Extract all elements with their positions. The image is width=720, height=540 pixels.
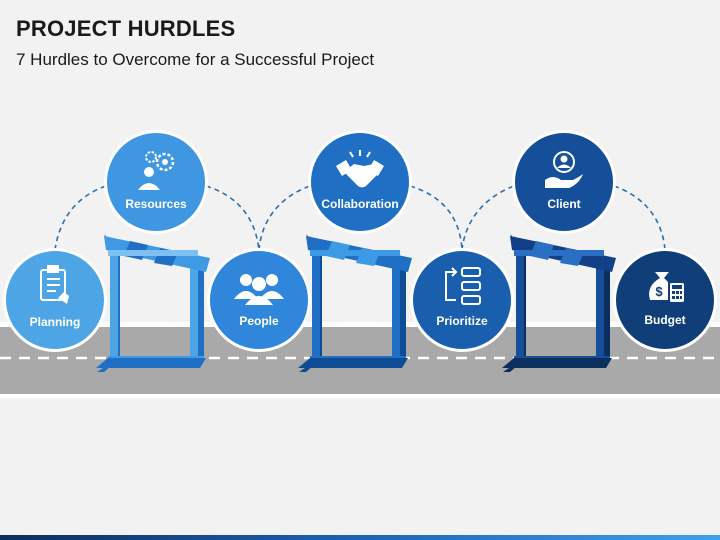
- connector-prioritize-client: [461, 185, 515, 251]
- node-client[interactable]: Client: [512, 130, 616, 234]
- node-people[interactable]: People: [207, 248, 311, 352]
- node-label-collaboration: Collaboration: [321, 197, 398, 211]
- connector-planning-resources: [54, 185, 107, 251]
- node-label-resources: Resources: [125, 197, 187, 211]
- node-label-people: People: [239, 314, 279, 328]
- node-label-planning: Planning: [30, 315, 81, 329]
- node-budget[interactable]: $ Budget: [613, 248, 717, 352]
- node-prioritize[interactable]: Prioritize: [410, 248, 514, 352]
- node-label-budget: Budget: [644, 313, 685, 327]
- connector-resources-people: [205, 185, 260, 251]
- money-bag-calculator-icon: $: [649, 272, 684, 302]
- handshake-icon: [336, 150, 384, 188]
- hurdle-3: [502, 234, 616, 372]
- group-people-icon: [234, 274, 284, 305]
- hurdle-1: [96, 234, 210, 372]
- connector-people-collaboration: [258, 185, 311, 251]
- node-label-prioritize: Prioritize: [436, 314, 488, 328]
- node-planning[interactable]: Planning: [3, 248, 107, 352]
- road-edge-bottom: [0, 394, 720, 398]
- clipboard-checklist-icon: [40, 265, 69, 304]
- node-collaboration[interactable]: Collaboration: [308, 130, 412, 234]
- hurdle-2: [298, 234, 412, 372]
- priority-flow-icon: [445, 267, 481, 305]
- person-gear-icon: [138, 151, 175, 190]
- connector-arcs: [54, 185, 666, 251]
- node-resources[interactable]: Resources: [104, 130, 208, 234]
- bottom-accent-bar: [0, 535, 720, 540]
- svg-text:$: $: [655, 284, 663, 299]
- connector-client-budget: [613, 185, 666, 251]
- page-title: PROJECT HURDLES: [16, 16, 236, 41]
- connector-collaboration-prioritize: [409, 185, 463, 251]
- road-edge-top: [0, 322, 720, 327]
- hand-user-icon: [545, 151, 583, 188]
- page-subtitle: 7 Hurdles to Overcome for a Successful P…: [16, 50, 375, 69]
- node-label-client: Client: [547, 197, 580, 211]
